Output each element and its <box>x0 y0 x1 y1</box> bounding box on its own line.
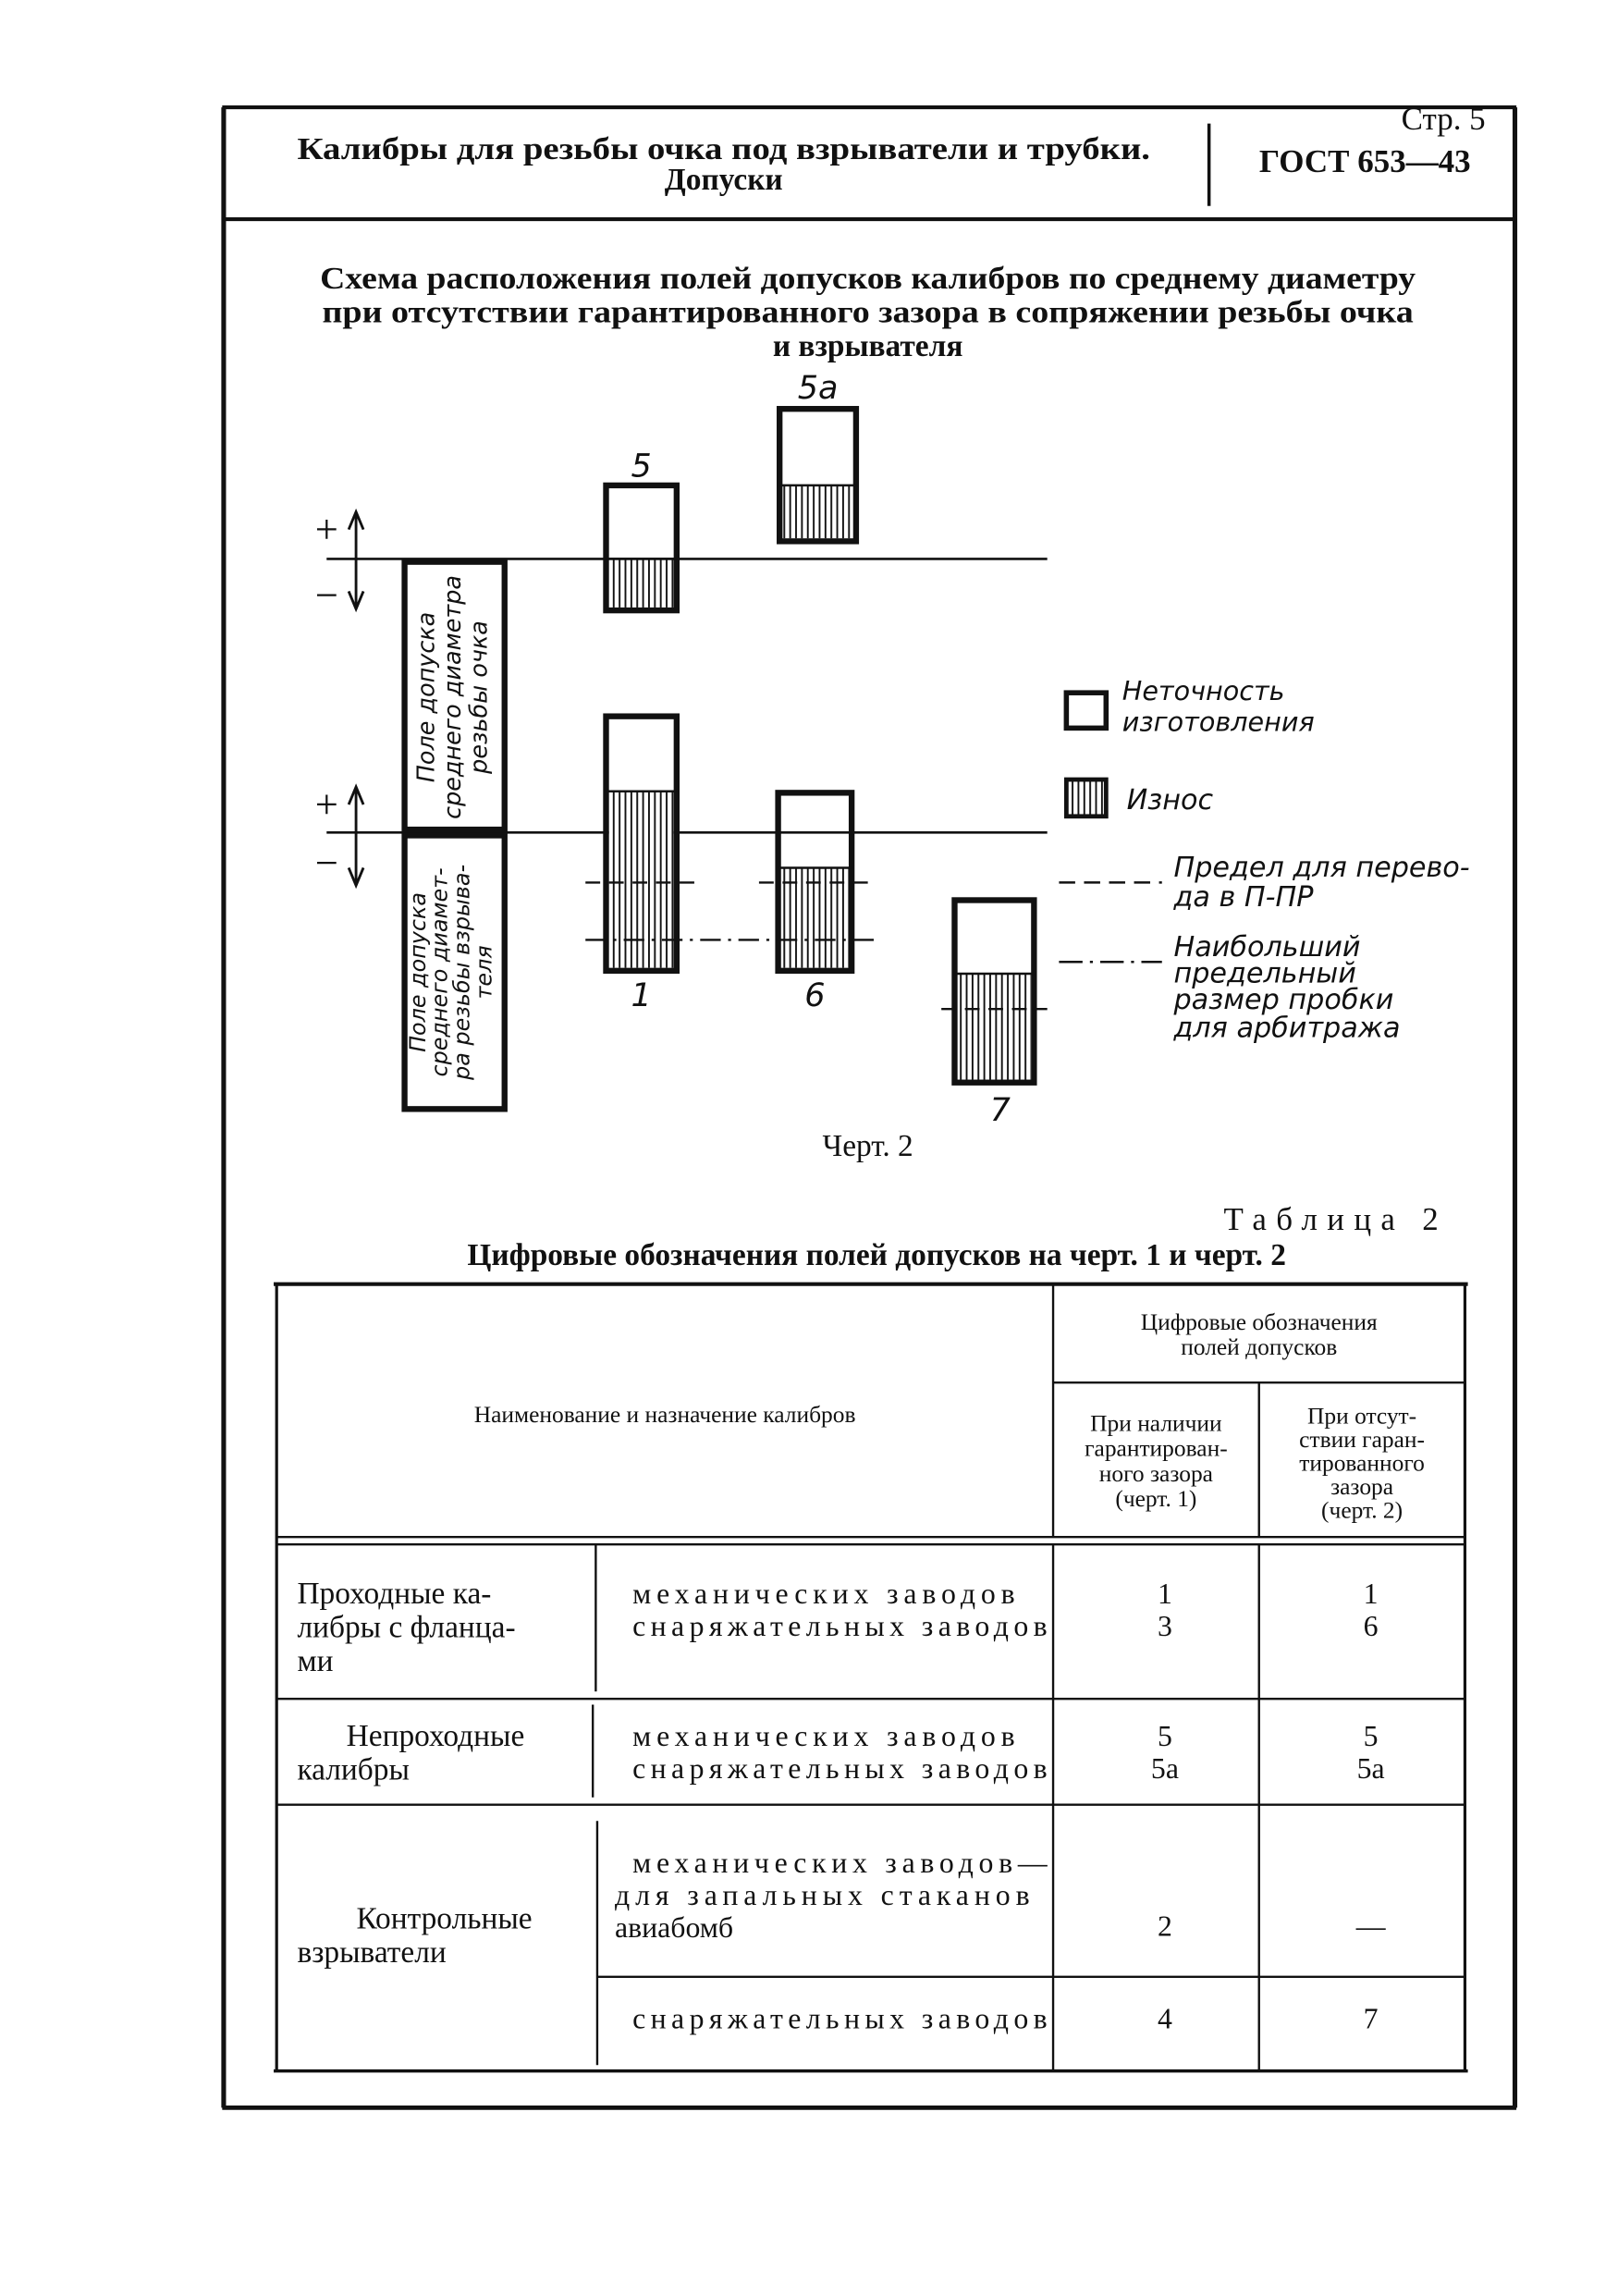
header-with-gap-line: ного зазора <box>1099 1460 1213 1487</box>
eye-thread-field-label-line: Поле допуска <box>412 612 440 782</box>
row-value-with-gap: 4 <box>1158 2003 1172 2035</box>
diagram-title: Схема расположения полей допусков калибр… <box>320 262 1416 363</box>
legend-wear-label: Износ <box>1127 784 1214 816</box>
header-name-column: Наименование и назначение калибров <box>474 1401 856 1428</box>
row-value-without-gap: 1 <box>1364 1578 1379 1610</box>
eye-thread-field-label-line: резьбы очка <box>466 620 494 775</box>
row-group-label: Непроходные <box>347 1719 525 1753</box>
fuze-thread-field-label-line: ра резьбы взрыва- <box>449 865 475 1081</box>
row-value-with-gap: 5 <box>1158 1720 1172 1752</box>
legend-manufacturing-label: Неточность <box>1122 675 1285 706</box>
fuze-thread-field-label-line: среднего диамет- <box>427 867 453 1076</box>
page-title-line: Калибры для резьбы очка под взрыватели и… <box>297 132 1150 166</box>
diagram-title-line: при отсутствии гарантированного зазора в… <box>322 295 1414 329</box>
header-with-gap-line: гарантирован- <box>1085 1435 1228 1462</box>
table-row: Непроходные калибры механических заводов… <box>297 1719 1384 1787</box>
diagram-title-line: Схема расположения полей допусков калибр… <box>320 262 1416 296</box>
fuze-thread-field-label-line: Поле допуска <box>405 892 431 1052</box>
row-value-with-gap: 5а <box>1151 1752 1179 1785</box>
table-caption: Цифровые обозначения полей допусков на ч… <box>467 1238 1286 1272</box>
row-value-without-gap: 5а <box>1357 1752 1385 1785</box>
header-codes-line: полей допусков <box>1181 1333 1337 1360</box>
header-codes-line: Цифровые обозначения <box>1141 1308 1378 1335</box>
header-box: Калибры для резьбы очка под взрыватели и… <box>297 132 1470 197</box>
row-value-without-gap: — <box>1355 1909 1387 1942</box>
tolerance-diagram: + − + − Поле допуска среднего диаметра р… <box>315 370 1048 1129</box>
diagram-legend: Неточность изготовления Износ Предел для… <box>1059 675 1470 1044</box>
eye-thread-tolerance-field <box>401 559 508 833</box>
fuze-thread-tolerance-field <box>401 832 508 1112</box>
upper-plus-sign: + <box>315 506 338 552</box>
gauge-label-7: 7 <box>990 1092 1011 1129</box>
row-factory-label: авиабомб <box>615 1911 733 1944</box>
diagram-title-line: и взрывателя <box>773 329 963 363</box>
legend-arbitration-label: для арбитража <box>1172 1012 1400 1044</box>
legend-arbitration-label: Наибольший <box>1173 931 1360 964</box>
header-with-gap-line: (черт. 1) <box>1115 1485 1196 1512</box>
legend-transfer-label: да в П-ПР <box>1172 881 1314 914</box>
header-without-gap-line: При отсут- <box>1307 1403 1416 1430</box>
row-factory-label: механических заводов— <box>632 1847 1048 1879</box>
row-value-with-gap: 3 <box>1158 1610 1172 1642</box>
legend-arbitration-label: предельный <box>1173 958 1355 990</box>
header-without-gap-line: зазора <box>1330 1473 1393 1500</box>
gauge-field-1 <box>603 713 680 975</box>
row-group-label: Контрольные <box>356 1901 532 1935</box>
gauge-label-5a: 5а <box>798 370 839 407</box>
upper-double-arrow-icon <box>347 508 365 613</box>
legend-arbitration-label: размер пробки <box>1172 984 1393 1016</box>
row-group-label: ми <box>297 1644 333 1678</box>
page-frame <box>221 105 1518 2110</box>
lower-minus-sign: − <box>315 840 338 886</box>
header-with-gap-line: При наличии <box>1090 1410 1222 1437</box>
row-group-label: Проходные ка- <box>297 1577 491 1611</box>
page-title-line: Допуски <box>665 163 783 197</box>
row-value-without-gap: 5 <box>1364 1720 1379 1752</box>
header-without-gap-line: (черт. 2) <box>1321 1497 1403 1524</box>
row-value-without-gap: 6 <box>1364 1610 1379 1642</box>
row-value-with-gap: 1 <box>1158 1578 1172 1610</box>
row-factory-label: механических заводов <box>632 1578 1015 1610</box>
legend-manufacturing-swatch <box>1063 690 1109 731</box>
gauge-field-6 <box>775 790 855 975</box>
gauge-label-6: 6 <box>804 977 825 1014</box>
table-label: Таблица 2 <box>1224 1201 1439 1237</box>
row-group-label: калибры <box>297 1753 409 1787</box>
lower-double-arrow-icon <box>347 783 365 890</box>
row-factory-label: механических заводов <box>632 1720 1015 1752</box>
row-factory-label: для запальных стаканов <box>615 1879 1030 1911</box>
row-group-label: взрыватели <box>297 1935 446 1970</box>
legend-wear-swatch <box>1067 780 1105 816</box>
header-without-gap-line: тированного <box>1299 1450 1425 1477</box>
standard-number: ГОСТ 653—43 <box>1259 143 1471 179</box>
legend-manufacturing-label: изготовления <box>1122 706 1315 738</box>
gauge-field-5a <box>777 406 860 545</box>
gauge-field-7 <box>951 897 1037 1086</box>
figure-caption: Черт. 2 <box>823 1129 913 1163</box>
row-value-with-gap: 2 <box>1158 1909 1172 1942</box>
lower-plus-sign: + <box>315 780 338 827</box>
gauge-label-1: 1 <box>631 977 652 1014</box>
fuze-thread-field-label-line: теля <box>471 945 496 999</box>
row-group-label: либры с фланца- <box>297 1610 515 1644</box>
row-value-without-gap: 7 <box>1364 2003 1379 2035</box>
upper-minus-sign: − <box>315 572 338 619</box>
legend-transfer-label: Предел для перево- <box>1173 852 1469 884</box>
header-without-gap-line: ствии гаран- <box>1299 1426 1425 1453</box>
gauge-field-5 <box>603 482 680 614</box>
eye-thread-field-label-line: среднего диаметра <box>439 575 467 819</box>
gauge-label-5: 5 <box>631 448 652 485</box>
